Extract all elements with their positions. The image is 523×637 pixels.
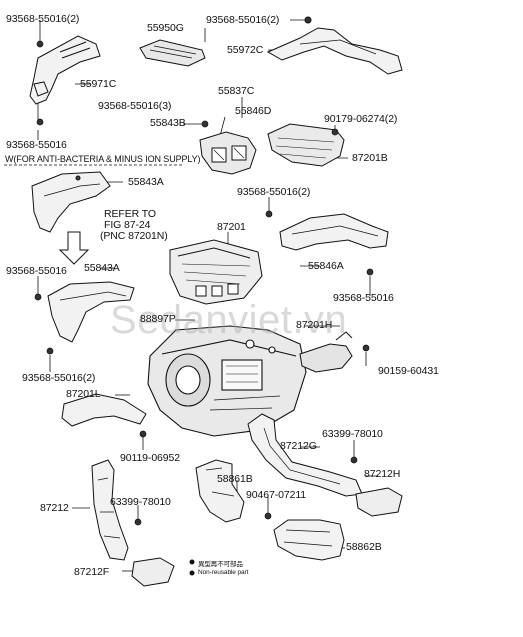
label-87201L: 87201L [66, 388, 101, 400]
label-90119-06952: 90119-06952 [120, 452, 181, 464]
label-90179-06274-2: 90179-06274(2) [324, 113, 398, 125]
label-55846D: 55846D [235, 105, 272, 117]
label-63399-78010-top: 63399-78010 [322, 428, 383, 440]
label-87201B: 87201B [352, 152, 388, 164]
label-fig-ref: FIG 87-24 [104, 219, 151, 231]
label-93568-55016-2-bottom: 93568-55016(2) [22, 372, 96, 384]
label-58861B: 58861B [217, 473, 253, 485]
label-58862B: 58862B [346, 541, 382, 553]
label-87212F: 87212F [74, 566, 110, 578]
label-55843A-top: 55843A [128, 176, 164, 188]
label-55972C: 55972C [227, 44, 264, 56]
label-55843B: 55843B [150, 117, 186, 129]
label-93568-55016-left: 93568-55016 [6, 139, 67, 151]
label-93568-55016-2-mid: 93568-55016(2) [237, 186, 311, 198]
label-87212G: 87212G [280, 440, 317, 452]
label-55837C: 55837C [218, 85, 255, 97]
label-87212H: 87212H [364, 468, 401, 480]
label-90467-07211: 90467-07211 [246, 489, 307, 501]
legend-nonreusable-cn: 異型再不可部品 [198, 561, 243, 568]
label-refer-to: REFER TO [104, 208, 156, 220]
label-55950G: 55950G [147, 22, 184, 34]
label-87201: 87201 [217, 221, 246, 233]
label-55846A: 55846A [308, 260, 344, 272]
label-93568-55016-2-top-right: 93568-55016(2) [206, 14, 280, 26]
label-63399-78010-bottom: 63399-78010 [110, 496, 171, 508]
label-pnc-ref: (PNC 87201N) [100, 230, 168, 242]
label-93568-55016-right: 93568-55016 [333, 292, 394, 304]
label-93568-55016-3: 93568-55016(3) [98, 100, 172, 112]
label-88897P: 88897P [140, 313, 176, 325]
label-55843A-mid: 55843A [84, 262, 120, 274]
label-90159-60431: 90159-60431 [378, 365, 439, 377]
legend-nonreusable-en: Non-reusable part [198, 569, 249, 576]
label-93568-55016-2-top-left: 93568-55016(2) [6, 13, 80, 25]
label-87212: 87212 [40, 502, 69, 514]
label-93568-55016-left2: 93568-55016 [6, 265, 67, 277]
label-anti-bacteria-note: W(FOR ANTI-BACTERIA & MINUS ION SUPPLY) [5, 154, 201, 164]
label-87201H: 87201H [296, 319, 333, 331]
label-55971C: 55971C [80, 78, 117, 90]
